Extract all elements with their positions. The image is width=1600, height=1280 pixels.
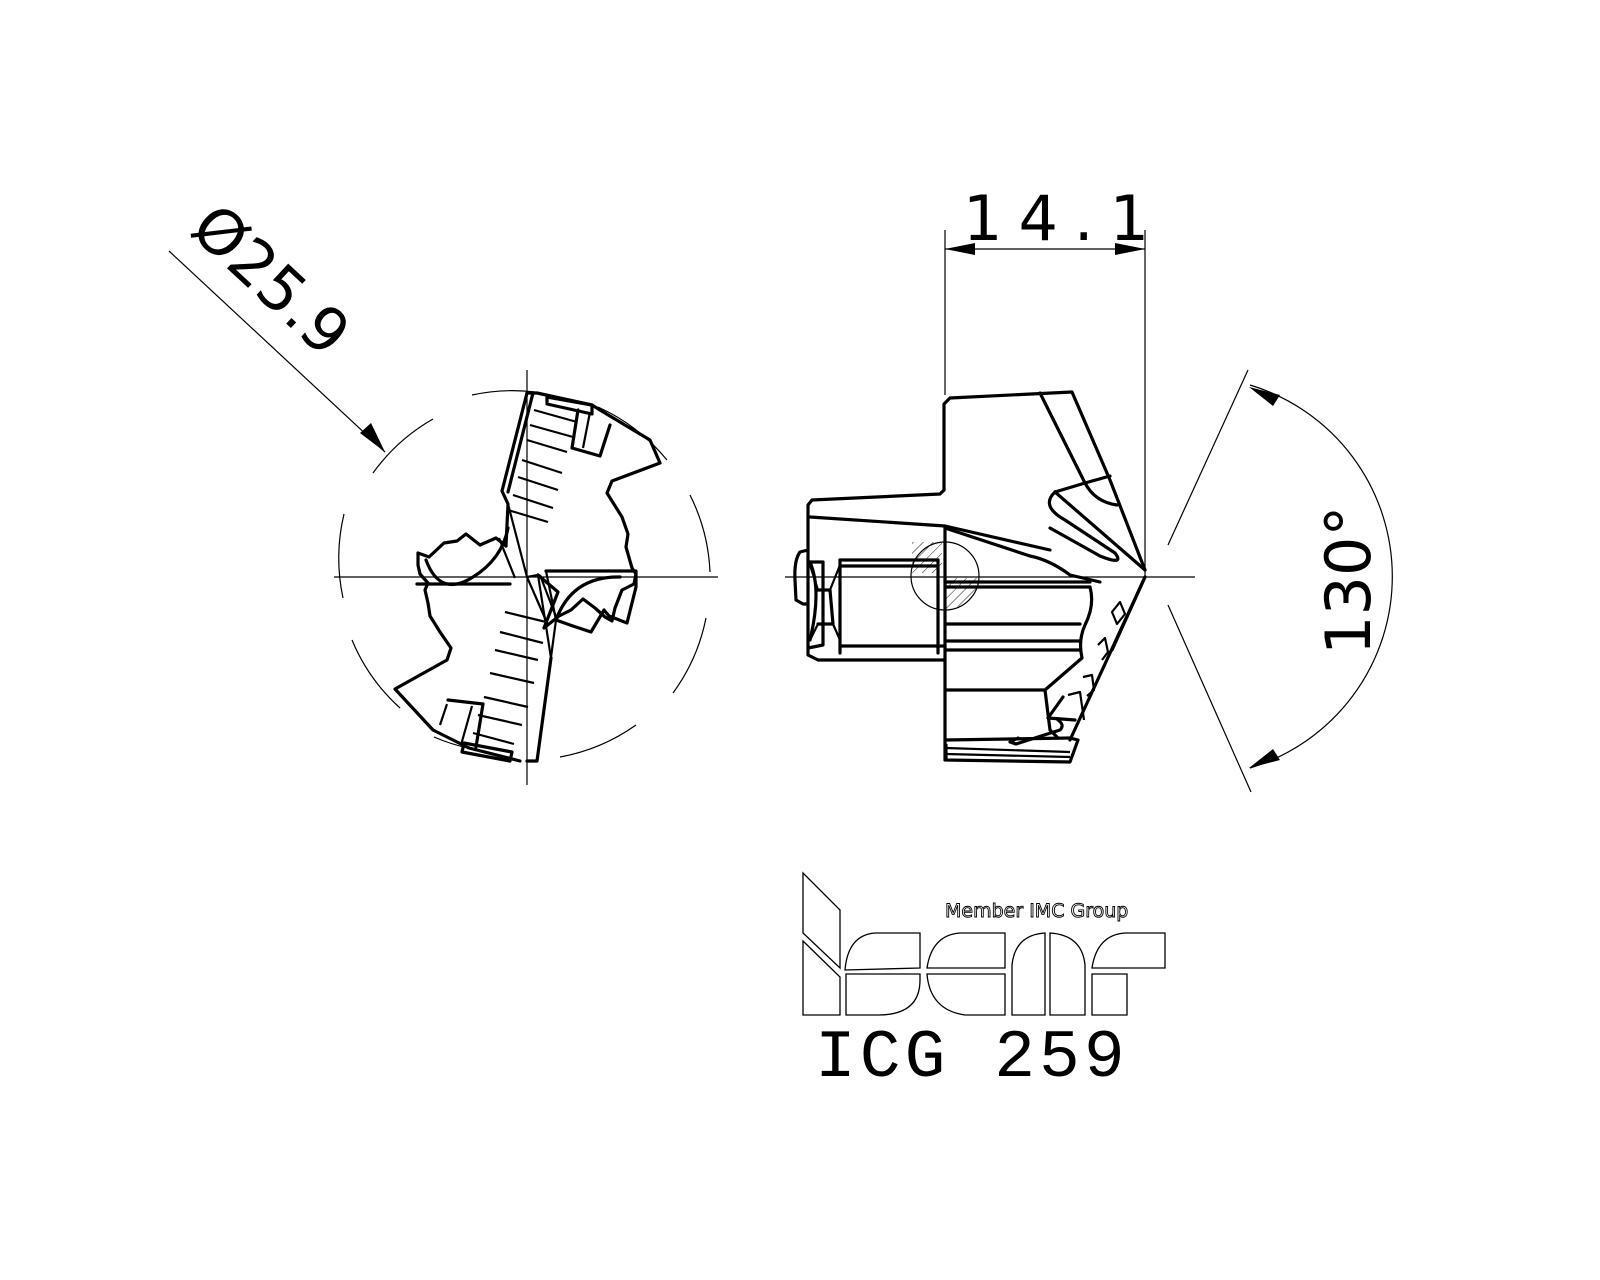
- diameter-label: Ø25.9: [178, 190, 364, 371]
- iscar-logo: Member IMC Group: [802, 871, 1166, 1016]
- section-hatch-detail: [910, 541, 980, 611]
- length-label: 14.1: [963, 182, 1165, 255]
- outer-diameter-circle: [338, 390, 711, 758]
- angle-label: 130°: [1312, 506, 1385, 655]
- logo-tagline: Member IMC Group: [945, 900, 1128, 922]
- length-dimension: 14.1: [945, 182, 1165, 255]
- drill-head-end-outline: [393, 391, 662, 763]
- side-view: 14.1: [785, 182, 1393, 793]
- part-number: ICG 259: [815, 1020, 1129, 1097]
- angle-dimension: 130°: [1167, 369, 1393, 793]
- diameter-dimension: Ø25.9: [168, 190, 386, 453]
- end-view: Ø25.9: [168, 190, 718, 785]
